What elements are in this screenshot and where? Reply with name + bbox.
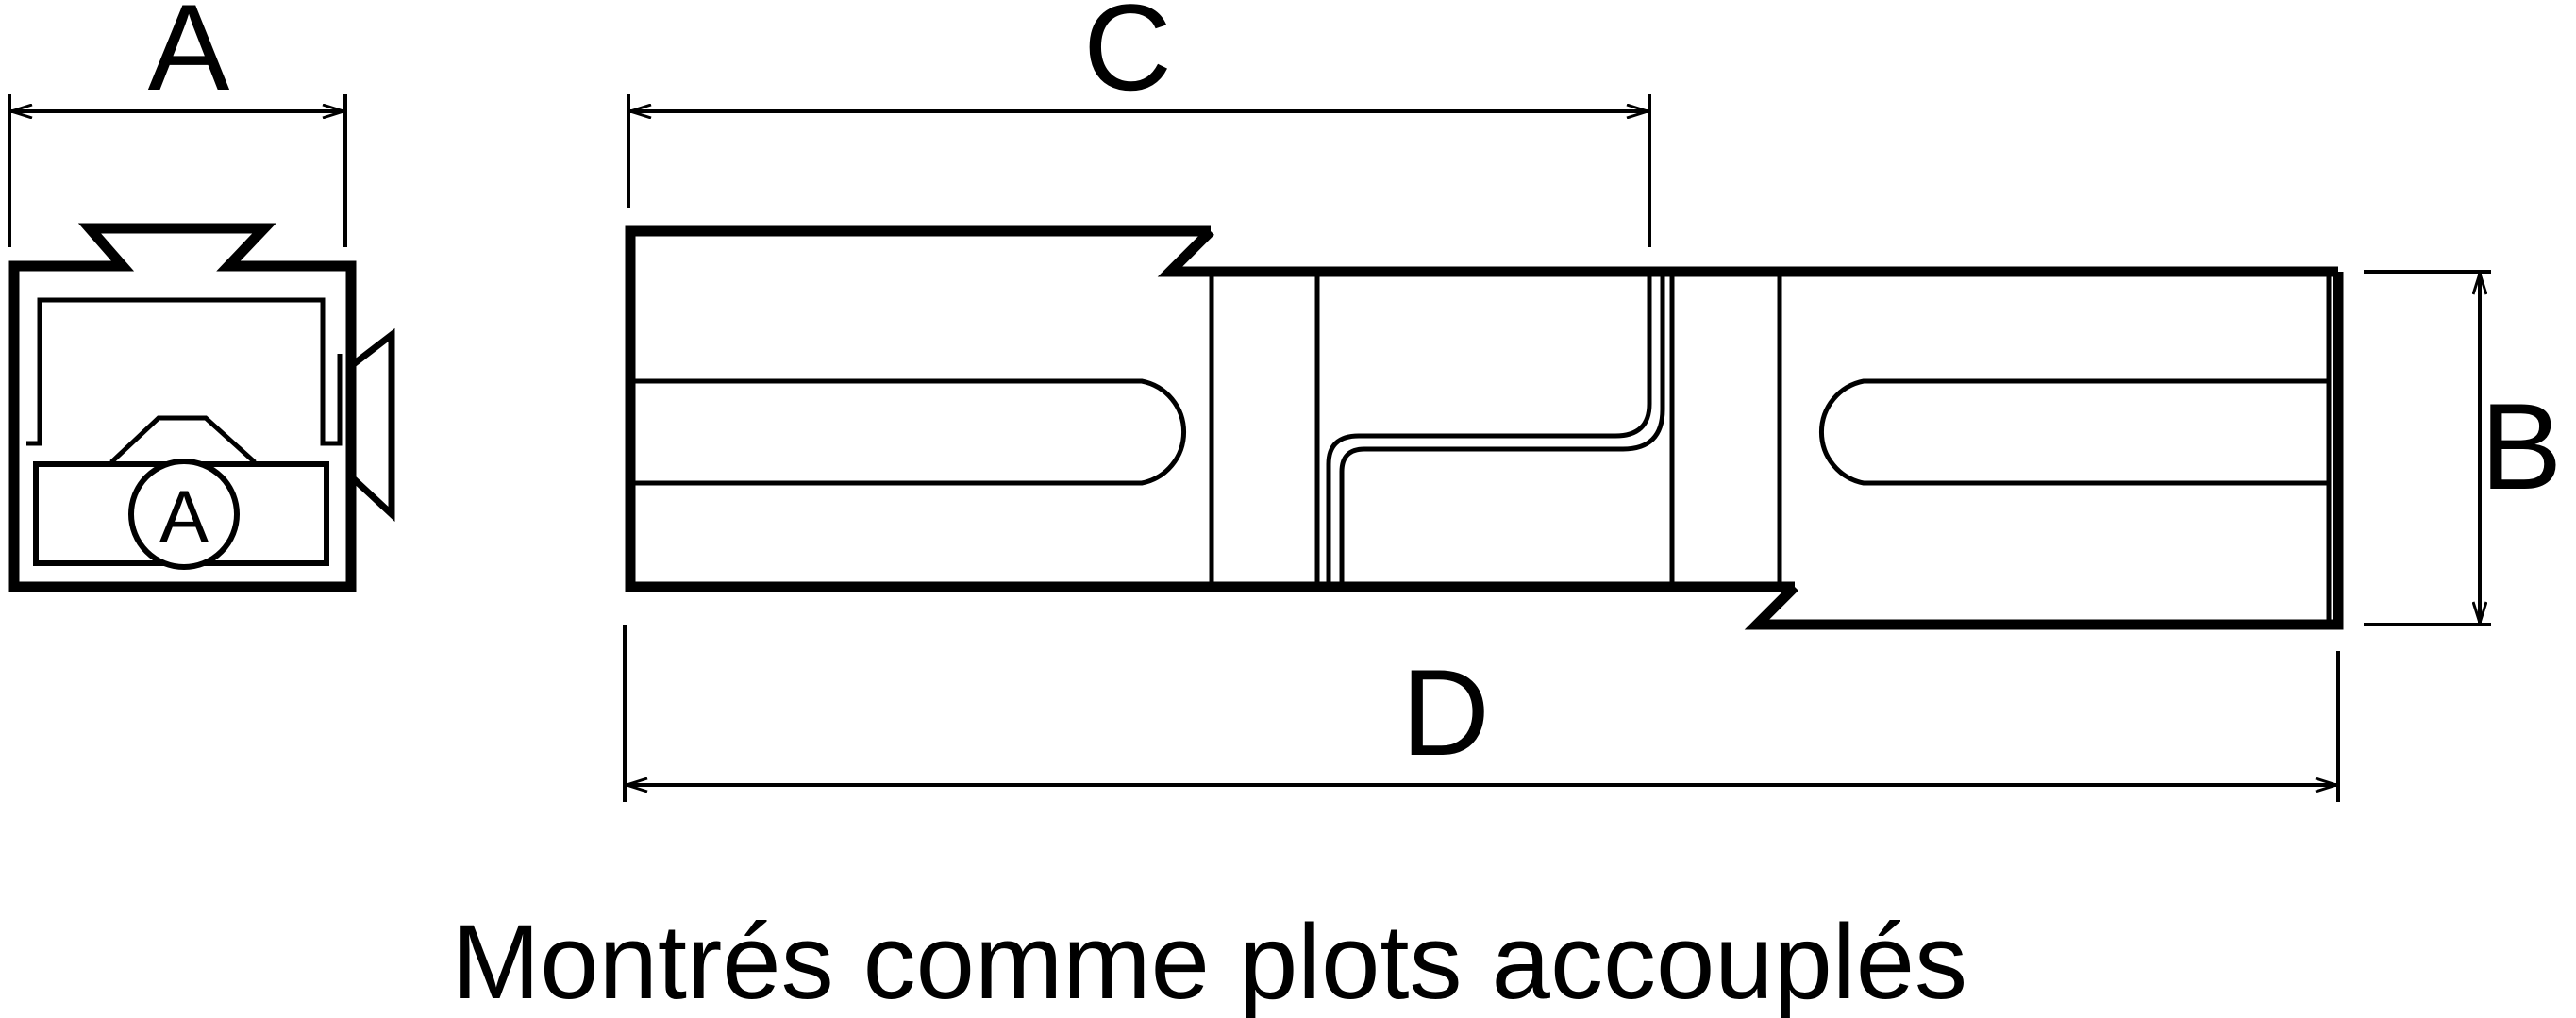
mated-contact-inner (1339, 272, 1665, 587)
dimension-d (623, 625, 2340, 802)
dimension-b (2364, 270, 2491, 626)
dimension-label-b: B (2481, 377, 2563, 515)
inner-cavity (26, 297, 343, 446)
contact-tab (109, 415, 257, 464)
dimension-label-d: D (1401, 643, 1490, 781)
mated-contact (1326, 272, 1652, 587)
caption: Montrés comme plots accouplés (452, 903, 1967, 1018)
badge-label: A (159, 475, 209, 558)
right-housing (1744, 272, 2344, 630)
latch (348, 327, 395, 523)
end-view (8, 94, 395, 592)
right-contact-socket (1819, 378, 2331, 486)
left-contact-pin (634, 378, 1186, 486)
dimension-label-a: A (148, 0, 230, 116)
top-step (1157, 227, 2338, 277)
housing-outline (8, 223, 357, 592)
dimension-a (8, 94, 347, 247)
dimension-label-c: C (1083, 0, 1172, 116)
partitions (1209, 272, 2332, 625)
circle-badge (128, 459, 240, 570)
side-view (623, 94, 2491, 802)
dimension-c (627, 94, 1651, 247)
